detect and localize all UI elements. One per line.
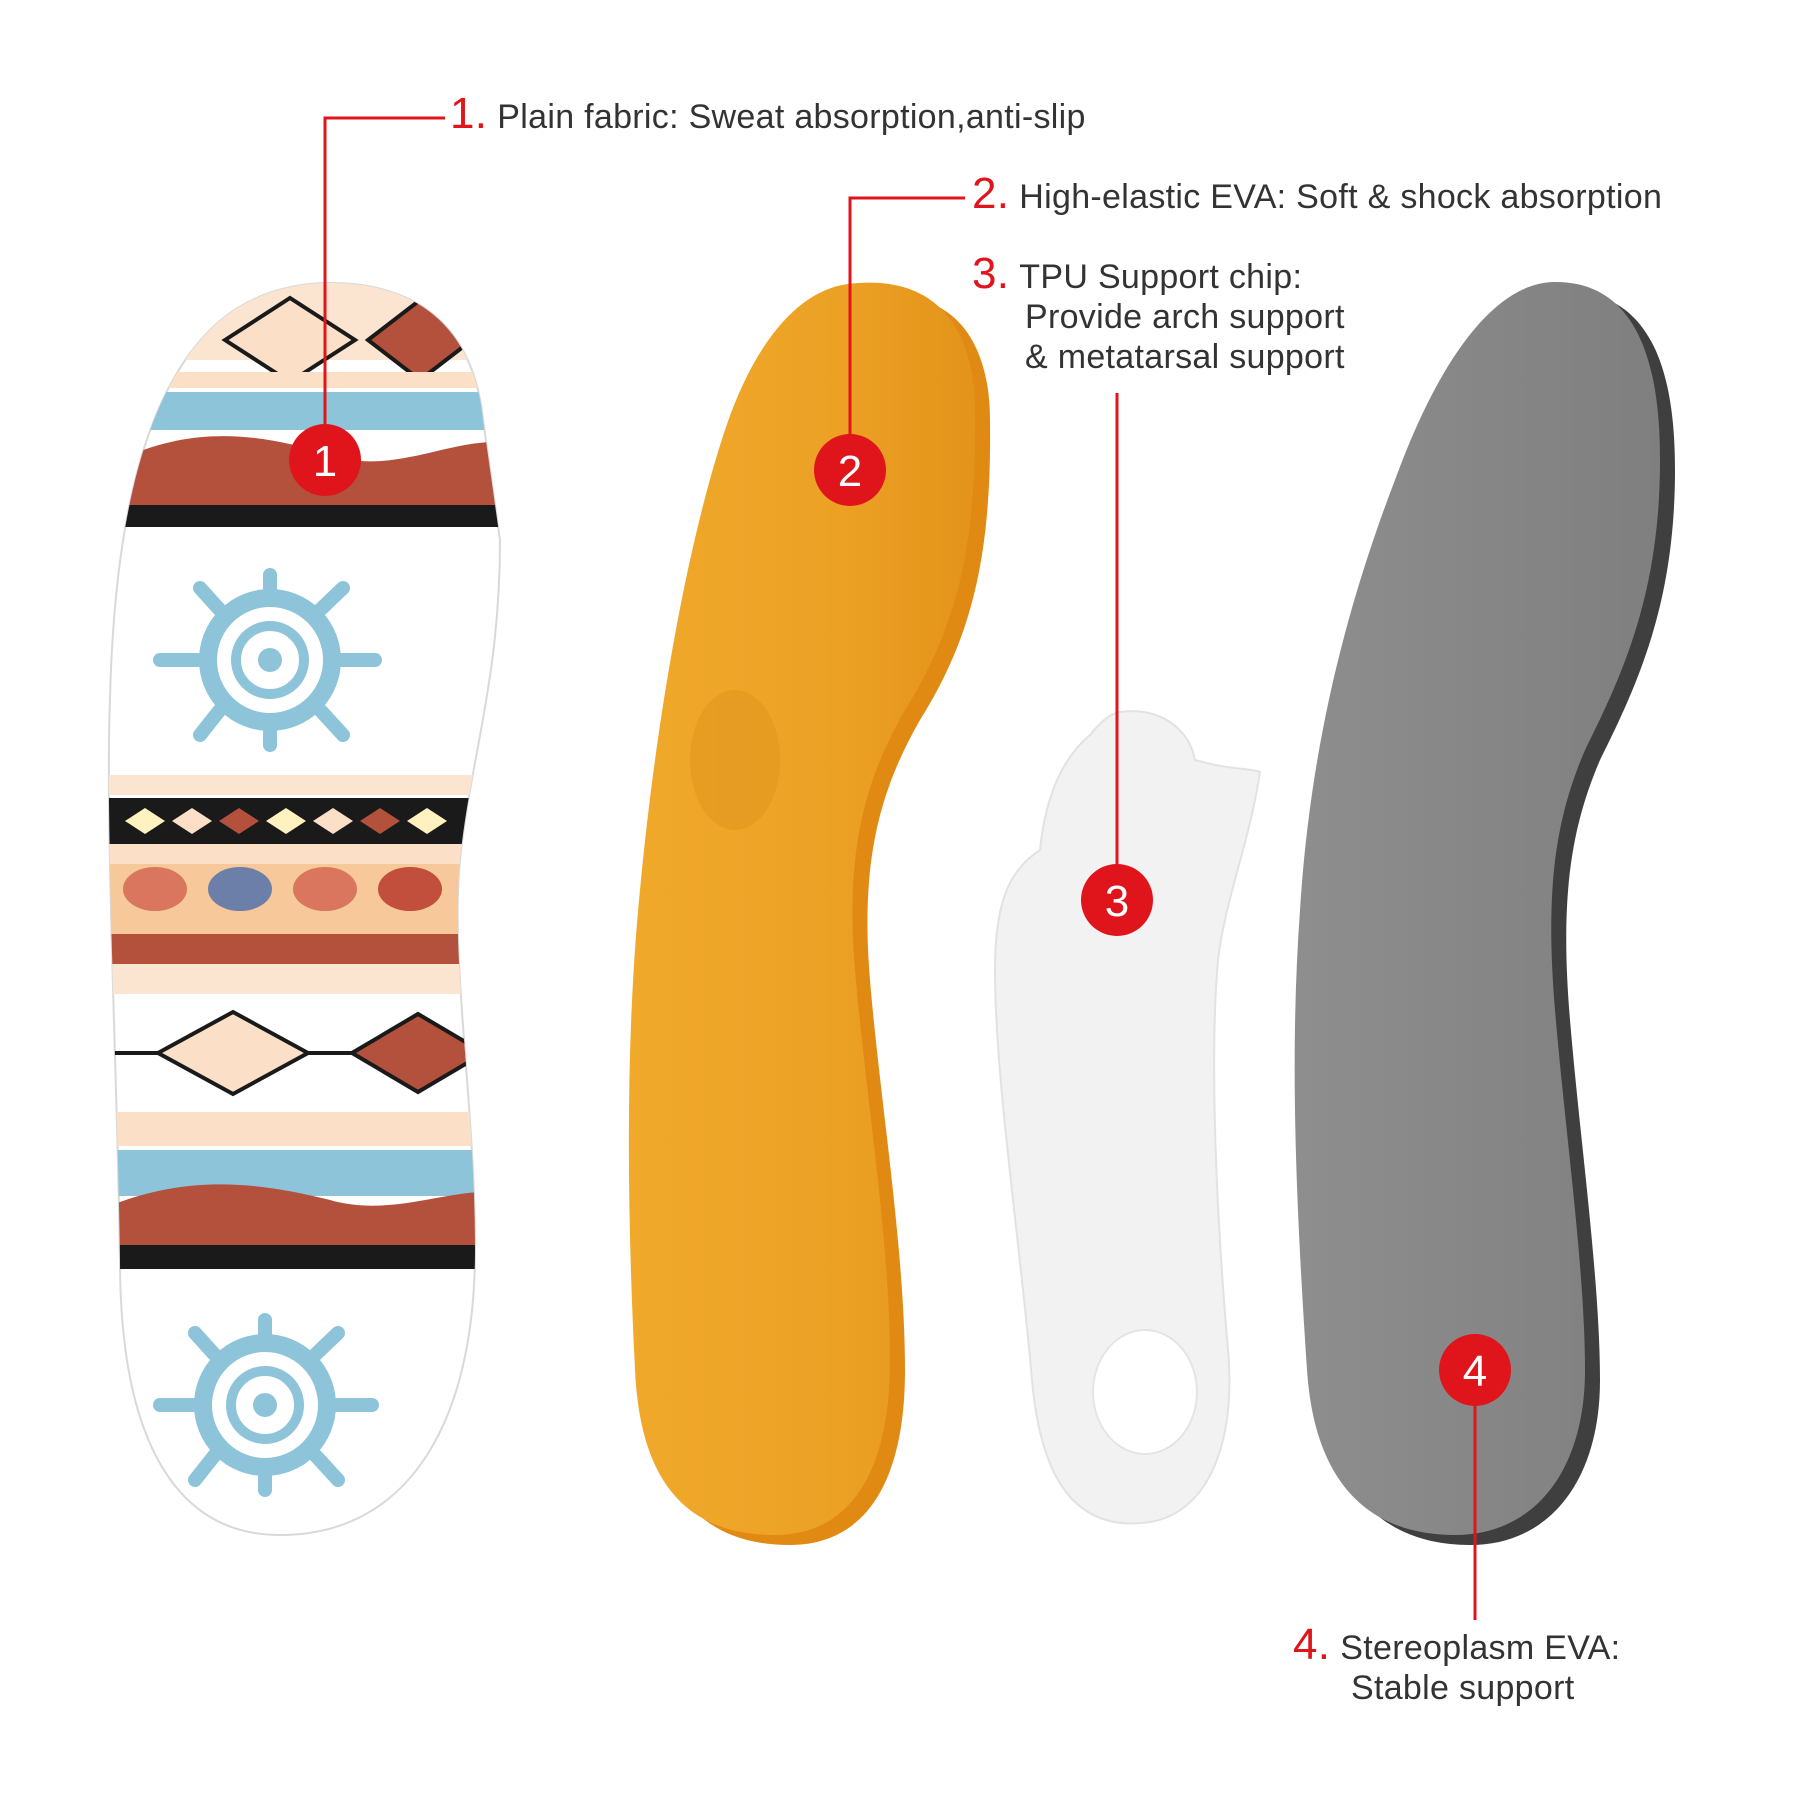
marker-2-number: 2: [838, 447, 862, 496]
eva-yellow-layer: [628, 282, 991, 1545]
marker-3-number: 3: [1105, 877, 1129, 926]
callout-2-number: 2.: [972, 169, 1010, 218]
marker-1: 1: [289, 424, 361, 496]
sun-motif-icon-lower: [153, 1313, 379, 1497]
callout-plain-fabric: 1.Plain fabric: Sweat absorption,anti-sl…: [450, 92, 1086, 137]
marker-4-number: 4: [1463, 1347, 1487, 1396]
callout-4-text-line-1: Stereoplasm EVA:: [1340, 1629, 1621, 1667]
fabric-insole: [107, 281, 502, 1537]
callout-3-text-line-2: Provide arch support: [1025, 298, 1345, 336]
tribal-pattern: [108, 283, 501, 1497]
callout-3-text-line-3: & metatarsal support: [1025, 338, 1345, 376]
callout-1-text: Plain fabric: Sweat absorption,anti-slip: [497, 98, 1086, 136]
callout-4-text-line-2: Stable support: [1351, 1669, 1575, 1707]
marker-4: 4: [1439, 1334, 1511, 1406]
callout-3-text-line-1: TPU Support chip:: [1019, 258, 1303, 296]
sun-motif-icon: [153, 568, 382, 752]
callout-tpu-support-chip: 3.TPU Support chip: Provide arch support…: [972, 252, 1345, 377]
leader-lines: [323, 116, 1477, 1620]
stereoplasm-eva-gray-layer: [1294, 281, 1675, 1545]
marker-3: 3: [1081, 864, 1153, 936]
leader-line-1: [323, 116, 445, 440]
callout-high-elastic-eva: 2.High-elastic EVA: Soft & shock absorpt…: [972, 172, 1663, 217]
callout-4-number: 4.: [1293, 1620, 1331, 1669]
diamond-row: [125, 808, 447, 834]
callout-3-number: 3.: [972, 249, 1010, 298]
leader-line-2: [848, 196, 965, 460]
tpu-support-chip: [993, 710, 1262, 1525]
marker-1-number: 1: [313, 437, 337, 486]
callout-stereoplasm-eva: 4.Stereoplasm EVA: Stable support: [1293, 1623, 1621, 1708]
callout-1-number: 1.: [450, 89, 488, 138]
marker-2: 2: [814, 434, 886, 506]
callout-2-text: High-elastic EVA: Soft & shock absorptio…: [1019, 178, 1663, 216]
